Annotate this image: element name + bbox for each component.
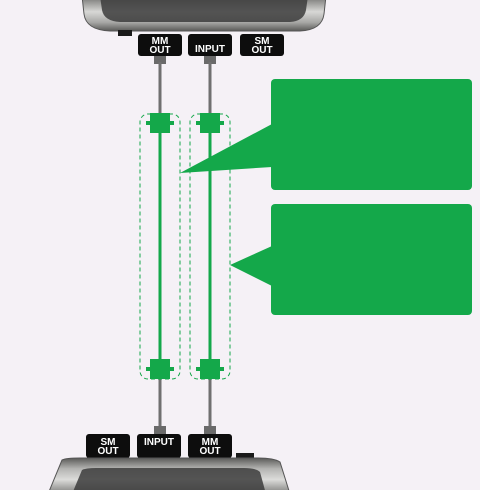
bottom-device-inner-rim xyxy=(73,468,265,490)
bottom-port-sm-out-line2: OUT xyxy=(97,446,118,457)
highlight-box-right[interactable] xyxy=(189,113,231,380)
bottom-device-tab xyxy=(236,453,254,459)
cable-left[interactable] xyxy=(154,56,166,434)
top-port-mm-out-line1: MM xyxy=(152,36,169,47)
highlight-box-left[interactable] xyxy=(139,113,181,380)
bottom-port-input-line1: INPUT xyxy=(144,437,174,448)
connector-right-bottom xyxy=(196,359,224,379)
cable-right-bottom-plug xyxy=(204,426,216,434)
connector-left-bottom xyxy=(146,359,174,379)
top-port-mm-out[interactable]: MM OUT xyxy=(138,34,182,56)
top-device-inner-rim xyxy=(100,0,308,22)
bottom-port-mm-out-line1: MM xyxy=(202,437,219,448)
bottom-port-mm-out-line2: OUT xyxy=(199,446,220,457)
connector-right-top xyxy=(196,113,224,133)
top-device xyxy=(81,0,327,36)
cable-left-top-plug xyxy=(154,56,166,64)
top-port-input[interactable]: INPUT xyxy=(188,34,232,56)
top-port-sm-out-line2: OUT xyxy=(251,45,272,56)
top-port-mm-out-line2: OUT xyxy=(149,45,170,56)
cable-left-bottom-plug xyxy=(154,426,166,434)
bottom-port-sm-out-line1: SM xyxy=(101,437,116,448)
top-port-sm-out-line1: SM xyxy=(255,36,270,47)
bottom-port-sm-out[interactable]: SM OUT xyxy=(86,434,130,458)
callout-1 xyxy=(180,79,472,190)
bottom-port-mm-out[interactable]: MM OUT xyxy=(188,434,232,458)
connector-left-top xyxy=(146,113,174,133)
bottom-port-input[interactable]: INPUT xyxy=(137,434,181,458)
top-port-input-line1: INPUT xyxy=(195,44,225,55)
callout-2 xyxy=(230,204,472,315)
cable-right-top-plug xyxy=(204,56,216,64)
top-port-sm-out[interactable]: SM OUT xyxy=(240,34,284,56)
bottom-device xyxy=(49,453,290,490)
top-device-tab xyxy=(118,30,132,36)
